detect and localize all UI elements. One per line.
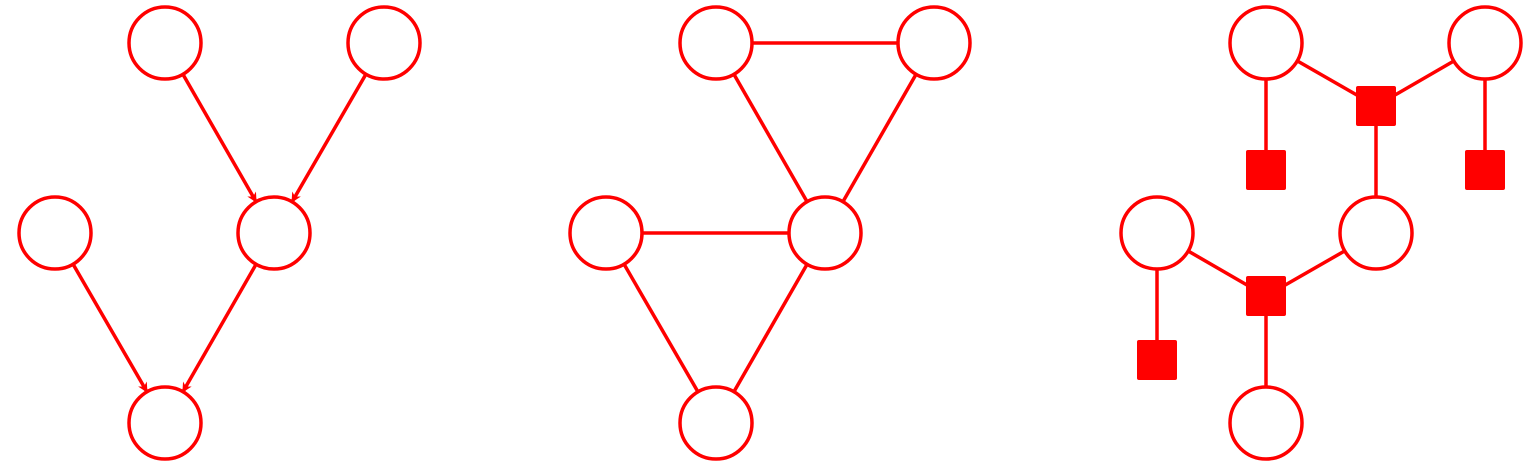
factor-fcde [1246,276,1286,316]
edge-c-e [622,263,700,393]
factor-fb [1465,150,1505,190]
edge-d-e [732,263,809,393]
factor-fab [1356,86,1396,126]
edge-a-d [732,73,809,203]
node-a [678,5,754,81]
edge-b-d [841,73,918,203]
arrow-b-d [290,73,368,203]
node-b [896,5,972,81]
node-c [17,195,93,271]
node-b [1447,5,1523,81]
node-b [346,5,422,81]
undirected-graph [568,5,972,461]
node-a [1228,5,1304,81]
factor-fa [1246,150,1286,190]
arrow-a-d [181,73,258,203]
arrow-d-e [181,263,258,393]
node-d [1338,195,1414,271]
node-c [568,195,644,271]
factor-graph [1119,5,1523,461]
node-d [236,195,312,271]
node-c [1119,195,1195,271]
node-d [787,195,863,271]
node-e [678,385,754,461]
node-a [127,5,203,81]
node-e [1228,385,1304,461]
directed-graph [17,5,422,461]
factor-fc [1137,340,1177,380]
node-e [127,385,203,461]
arrow-c-e [71,263,149,393]
